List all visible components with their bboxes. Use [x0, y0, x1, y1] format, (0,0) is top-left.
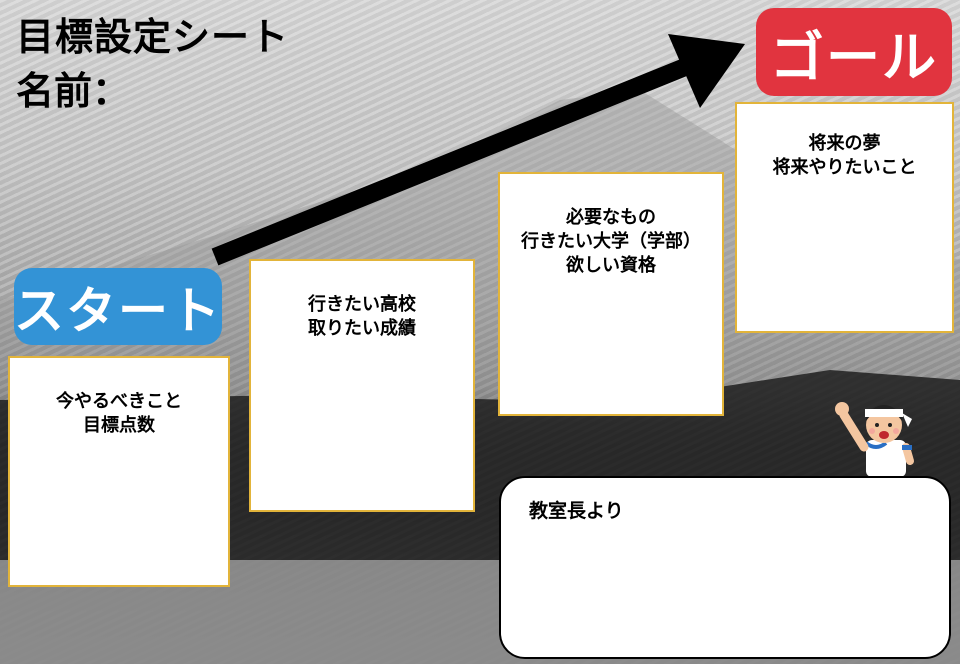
name-field-label: 名前： [16, 69, 131, 113]
step-box-current[interactable]: 今やるべきこと 目標点数 [8, 356, 230, 587]
step-label: 行きたい高校 取りたい成績 [308, 294, 416, 339]
cheering-student-icon [835, 402, 914, 477]
step-box-university[interactable]: 必要なもの 行きたい大学（学部） 欲しい資格 [498, 172, 724, 416]
step-label: 将来の夢 将来やりたいこと [772, 133, 917, 178]
comment-label: 教室長より [529, 500, 624, 522]
page-title: 目標設定シート [16, 15, 290, 59]
step-box-dream[interactable]: 将来の夢 将来やりたいこと [735, 102, 954, 333]
start-badge: スタート [14, 268, 222, 345]
step-box-high-school[interactable]: 行きたい高校 取りたい成績 [249, 259, 475, 512]
comment-box[interactable]: 教室長より [499, 476, 951, 659]
goal-badge: ゴール [756, 8, 952, 96]
step-label: 今やるべきこと 目標点数 [56, 391, 182, 436]
step-label: 必要なもの 行きたい大学（学部） 欲しい資格 [521, 207, 701, 276]
